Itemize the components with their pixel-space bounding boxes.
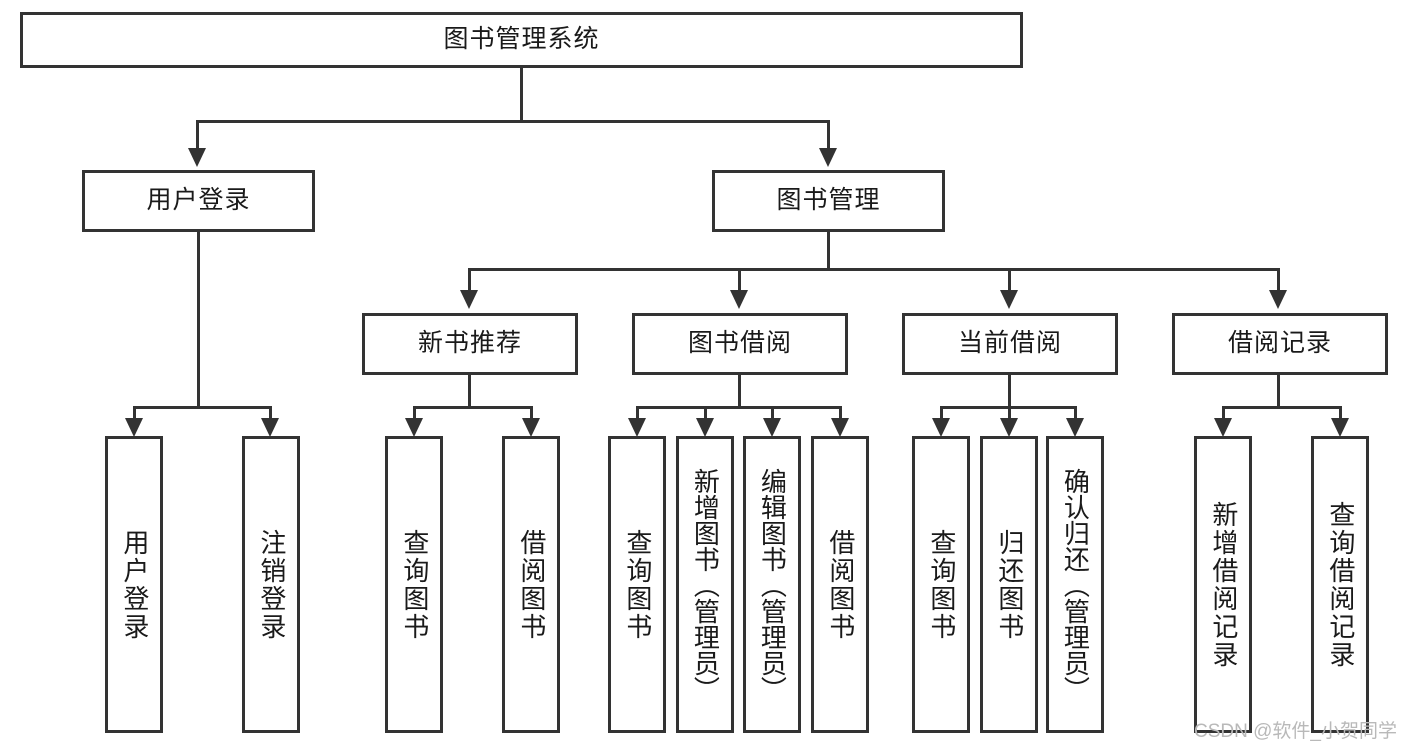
node-book-borrow[interactable]: 图书借阅 <box>632 313 848 375</box>
arrowhead-leaf-edit-book <box>763 418 781 437</box>
node-label: 图书借阅 <box>687 329 792 358</box>
node-label: 当前借阅 <box>957 329 1062 358</box>
node-leaf-query-book-2[interactable]: 查询图书 <box>608 436 666 733</box>
connector-root-to-user-login <box>196 120 199 150</box>
node-leaf-edit-book[interactable]: 编辑图书（管理员） <box>743 436 801 733</box>
node-label: 新增图书（管理员） <box>690 467 721 702</box>
node-leaf-add-book[interactable]: 新增图书（管理员） <box>676 436 734 733</box>
connector-book-manage-bar <box>468 268 1280 271</box>
node-label: 归还图书 <box>994 528 1025 641</box>
connector-user-login-stem <box>197 232 200 408</box>
arrowhead-leaf-query-book-2 <box>628 418 646 437</box>
connector-book-manage-stem <box>827 232 830 270</box>
arrowhead-leaf-borrow-book-2 <box>831 418 849 437</box>
node-label: 借阅图书 <box>516 528 547 641</box>
node-leaf-user-login[interactable]: 用户登录 <box>105 436 163 733</box>
connector-root-bar <box>196 120 830 123</box>
arrowhead-book-borrow <box>730 290 748 309</box>
connector-bm-drop-2 <box>738 268 741 293</box>
node-new-book-rec[interactable]: 新书推荐 <box>362 313 578 375</box>
node-leaf-query-book-1[interactable]: 查询图书 <box>385 436 443 733</box>
connector-nbr-drop-1 <box>413 406 416 422</box>
arrowhead-leaf-return-book <box>1000 418 1018 437</box>
node-label: 借阅图书 <box>825 528 856 641</box>
arrowhead-user-login <box>188 148 206 167</box>
node-label: 新书推荐 <box>417 329 522 358</box>
arrowhead-leaf-confirm-return <box>1066 418 1084 437</box>
connector-br-drop-1 <box>1222 406 1225 422</box>
arrowhead-new-book-rec <box>460 290 478 309</box>
arrowhead-leaf-query-record <box>1331 418 1349 437</box>
connector-bb-bar <box>636 406 842 409</box>
node-leaf-logout[interactable]: 注销登录 <box>242 436 300 733</box>
node-leaf-borrow-book-1[interactable]: 借阅图书 <box>502 436 560 733</box>
node-label: 借阅记录 <box>1227 329 1332 358</box>
node-label: 查询图书 <box>622 528 653 641</box>
arrowhead-leaf-add-book <box>696 418 714 437</box>
arrowhead-leaf-logout <box>261 418 279 437</box>
node-leaf-confirm-return[interactable]: 确认归还（管理员） <box>1046 436 1104 733</box>
connector-nbr-stem <box>468 375 471 408</box>
connector-root-stem <box>520 68 523 120</box>
node-label: 图书管理系统 <box>443 25 600 54</box>
node-label: 注销登录 <box>256 528 287 641</box>
connector-bb-drop-3 <box>771 406 774 422</box>
node-label: 编辑图书（管理员） <box>757 467 788 702</box>
connector-bb-drop-2 <box>704 406 707 422</box>
connector-br-bar <box>1222 406 1342 409</box>
connector-bm-drop-1 <box>468 268 471 293</box>
node-label: 查询图书 <box>399 528 430 641</box>
connector-br-stem <box>1277 375 1280 408</box>
connector-user-login-drop-1 <box>133 406 136 422</box>
arrowhead-book-manage <box>819 148 837 167</box>
node-root-system[interactable]: 图书管理系统 <box>20 12 1023 68</box>
node-leaf-borrow-book-2[interactable]: 借阅图书 <box>811 436 869 733</box>
arrowhead-current-borrow <box>1000 290 1018 309</box>
connector-bm-drop-4 <box>1277 268 1280 293</box>
connector-cb-drop-3 <box>1074 406 1077 422</box>
csdn-watermark: CSDN @软件_小贺同学 <box>1194 721 1397 742</box>
connector-user-login-bar <box>133 406 269 409</box>
connector-user-login-drop-2 <box>269 406 272 422</box>
node-book-manage[interactable]: 图书管理 <box>712 170 945 232</box>
connector-root-to-book-manage <box>827 120 830 150</box>
connector-cb-drop-2 <box>1008 406 1011 422</box>
connector-bb-drop-4 <box>839 406 842 422</box>
node-current-borrow[interactable]: 当前借阅 <box>902 313 1118 375</box>
node-user-login[interactable]: 用户登录 <box>82 170 315 232</box>
connector-bb-stem <box>738 375 741 408</box>
connector-cb-stem <box>1008 375 1011 408</box>
connector-br-drop-2 <box>1339 406 1342 422</box>
connector-nbr-bar <box>413 406 533 409</box>
node-label: 用户登录 <box>119 528 150 641</box>
connector-cb-drop-1 <box>940 406 943 422</box>
arrowhead-leaf-query-book-1 <box>405 418 423 437</box>
node-leaf-query-record[interactable]: 查询借阅记录 <box>1311 436 1369 733</box>
connector-bb-drop-1 <box>636 406 639 422</box>
arrowhead-borrow-record <box>1269 290 1287 309</box>
node-label: 图书管理 <box>776 186 881 215</box>
node-borrow-record[interactable]: 借阅记录 <box>1172 313 1388 375</box>
arrowhead-leaf-borrow-book-1 <box>522 418 540 437</box>
node-leaf-query-book-3[interactable]: 查询图书 <box>912 436 970 733</box>
node-label: 查询借阅记录 <box>1325 500 1356 669</box>
node-leaf-return-book[interactable]: 归还图书 <box>980 436 1038 733</box>
node-label: 确认归还（管理员） <box>1060 467 1091 702</box>
arrowhead-leaf-query-book-3 <box>932 418 950 437</box>
arrowhead-leaf-user-login <box>125 418 143 437</box>
node-leaf-add-record[interactable]: 新增借阅记录 <box>1194 436 1252 733</box>
node-label: 用户登录 <box>146 186 251 215</box>
connector-bm-drop-3 <box>1008 268 1011 293</box>
node-label: 查询图书 <box>926 528 957 641</box>
node-label: 新增借阅记录 <box>1208 500 1239 669</box>
arrowhead-leaf-add-record <box>1214 418 1232 437</box>
connector-nbr-drop-2 <box>530 406 533 422</box>
